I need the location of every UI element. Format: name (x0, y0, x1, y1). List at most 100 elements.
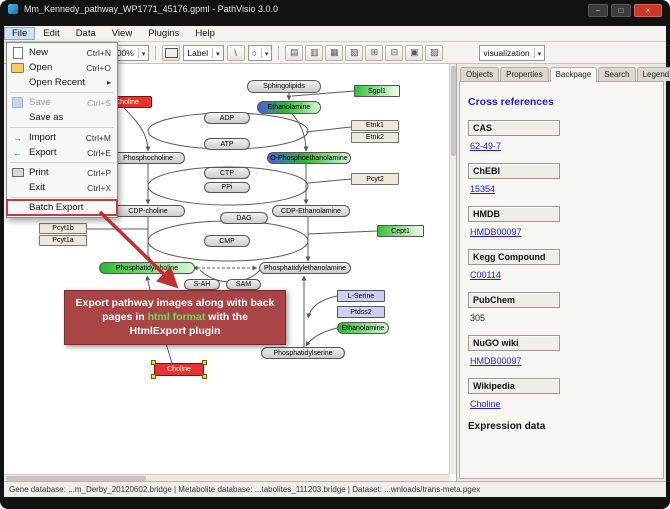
pathway-node-choline[interactable]: Choline (151, 360, 207, 379)
menu-item-label: Save (29, 97, 51, 108)
xref-link[interactable]: Choline (470, 399, 501, 409)
vertical-scrollbar[interactable] (449, 64, 456, 474)
callout-text-before: Export pathway images along with back pa… (75, 297, 275, 324)
shape-combo[interactable]: ○ (247, 44, 273, 61)
align-left-icon[interactable]: ▤ (285, 44, 304, 61)
pathway-node-cmp[interactable]: CMP (204, 235, 250, 247)
selection-handle[interactable] (202, 374, 207, 379)
tab-legend[interactable]: Legend (636, 67, 670, 81)
maximize-button[interactable]: □ (611, 4, 631, 17)
pathway-node-etnk1[interactable]: Etnk1 (351, 120, 399, 131)
distribute-vertical-icon[interactable]: ⊟ (385, 44, 404, 61)
pathway-node-adp[interactable]: ADP (204, 112, 250, 124)
ungroup-icon[interactable]: ▨ (425, 44, 444, 61)
horizontal-scrollbar[interactable] (4, 474, 449, 481)
visualization-combo[interactable]: visualization (479, 44, 546, 61)
pathway-node-sgpl1[interactable]: Sgpl1 (354, 85, 400, 97)
xref-source-name: CAS (468, 120, 560, 136)
distribute-horizontal-icon[interactable]: ⊞ (365, 44, 384, 61)
menu-file[interactable]: File (4, 27, 36, 40)
xref-source-name: ChEBI (468, 163, 560, 179)
visualization-value: visualization (483, 47, 530, 58)
tab-search[interactable]: Search (598, 67, 636, 81)
pathway-node-phosphatidylserine[interactable]: Phosphatidylserine (261, 347, 345, 359)
pathway-node-pcyt1b[interactable]: Pcyt1b (39, 223, 87, 234)
xref-link[interactable]: 15354 (470, 184, 496, 194)
align-center-icon[interactable]: ▥ (305, 44, 324, 61)
pathway-node-etnk2[interactable]: Etnk2 (351, 132, 399, 143)
status-text: Gene database: ...m_Derby_20120602.bridg… (9, 485, 481, 494)
pathway-node-sphingolipids[interactable]: Sphingolipids (247, 80, 321, 93)
pathway-node-cdp-ethanolamine[interactable]: CDP-Ethanolamine (272, 205, 350, 217)
selection-handle[interactable] (202, 360, 207, 365)
menu-item-save-as[interactable]: Save as (7, 110, 117, 125)
pathway-edge (305, 327, 338, 347)
pathway-node-phosphocholine[interactable]: Phosphocholine (111, 152, 185, 164)
pathway-edge (306, 295, 338, 319)
pathway-node-s-ah[interactable]: S-AH (184, 279, 220, 290)
xref-link[interactable]: 62-49-7 (470, 141, 502, 151)
pathway-node-dag[interactable]: DAG (220, 212, 268, 224)
pathway-node-phosphatidylcholine[interactable]: Phosphatidylcholine (99, 262, 195, 274)
menu-shortcut: Ctrl+N (86, 47, 111, 58)
label-combo[interactable]: Label (183, 44, 224, 61)
selection-handle[interactable] (151, 360, 156, 365)
datanode-tool-button[interactable] (162, 44, 181, 61)
menu-data[interactable]: Data (75, 28, 96, 39)
pathway-node-phosphatidylethanolamine[interactable]: Phosphatidylethanolamine (259, 262, 351, 274)
menu-item-label: Batch Export (29, 202, 84, 213)
group-icon[interactable]: ▣ (405, 44, 424, 61)
menu-item-open-recent[interactable]: Open Recent (7, 75, 117, 90)
menu-plugins[interactable]: Plugins (148, 28, 180, 39)
open-folder-icon (11, 62, 24, 73)
export-icon (11, 147, 24, 158)
menu-view[interactable]: View (111, 28, 133, 39)
xref-link[interactable]: C00114 (470, 270, 501, 280)
tab-objects[interactable]: Objects (460, 67, 500, 81)
pathway-node-cept1[interactable]: Cept1 (377, 225, 424, 237)
menu-help[interactable]: Help (195, 28, 215, 39)
align-right-icon[interactable]: ▦ (325, 44, 344, 61)
scrollbar-thumb[interactable] (451, 66, 456, 156)
menu-separator (10, 197, 114, 198)
xref-link[interactable]: HMDB00097 (470, 356, 522, 366)
xref-link[interactable]: HMDB00097 (470, 227, 522, 237)
minimize-button[interactable]: − (588, 4, 608, 17)
pathway-node-ethanolamine[interactable]: Ethanolamine (337, 322, 389, 334)
tab-backpage[interactable]: Backpage (549, 67, 598, 82)
menu-edit[interactable]: Edit (43, 28, 60, 39)
pathway-node-sam[interactable]: SAM (226, 279, 261, 290)
pathway-node-atp[interactable]: ATP (204, 138, 250, 150)
close-button[interactable]: × (634, 4, 662, 17)
pathway-node-ptdss2[interactable]: Ptdss2 (337, 306, 385, 318)
menu-item-batch-export[interactable]: Batch Export (6, 199, 118, 216)
selection-handle[interactable] (151, 374, 156, 379)
callout-text-after: with the HtmlExport plugin (129, 311, 248, 338)
blank-icon (11, 112, 24, 123)
pathway-node-cdp-choline[interactable]: CDP-choline (111, 205, 185, 217)
datanode-icon (165, 47, 178, 58)
menu-item-label: Save as (29, 112, 64, 123)
align-top-icon[interactable]: ▧ (345, 44, 364, 61)
save-icon (11, 97, 24, 108)
tab-properties[interactable]: Properties (500, 67, 549, 81)
pathway-node-pcyt2[interactable]: Pcyt2 (351, 173, 399, 185)
zoom-value: 100% (112, 47, 134, 58)
pathway-node-ppi[interactable]: PPi (204, 182, 250, 193)
scrollbar-thumb[interactable] (6, 476, 146, 481)
pathway-node-o-phosphoethanolamine[interactable]: O-Phosphoethanolamine (267, 152, 351, 164)
pathway-node-pcyt1a[interactable]: Pcyt1a (39, 235, 87, 246)
line-tool-button[interactable]: \ (226, 44, 245, 61)
pathway-node-l-serine[interactable]: L-Serine (337, 290, 385, 302)
pathway-node-ethanolamine[interactable]: Ethanolamine (257, 101, 321, 114)
pathway-node-ctp[interactable]: CTP (204, 167, 250, 179)
